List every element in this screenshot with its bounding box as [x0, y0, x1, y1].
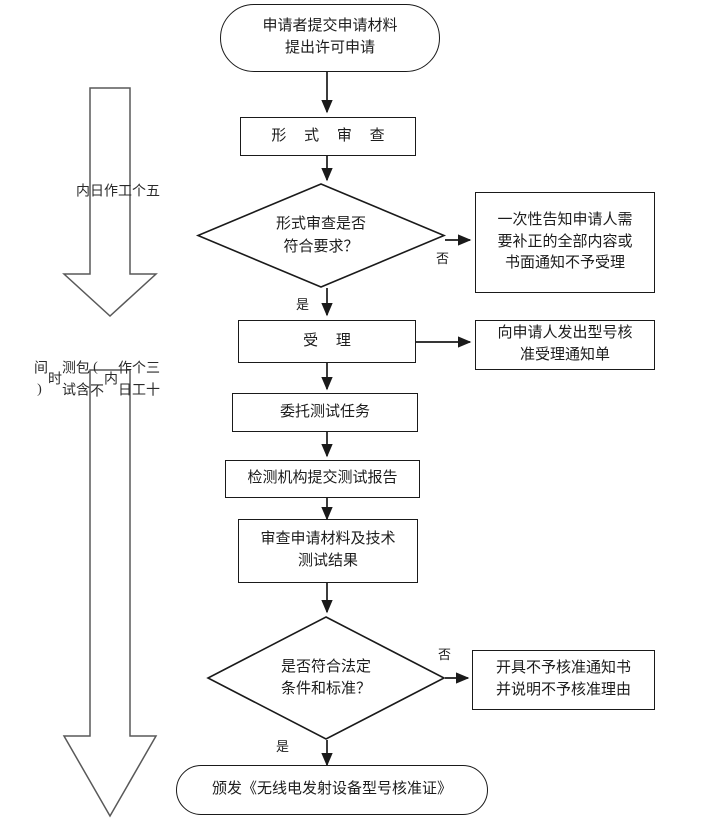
- node-entrust-test-label: 委托测试任务: [279, 403, 370, 420]
- timeline-arrow-thirty-label: 三十个工作日内(不包含测试时间): [32, 359, 159, 405]
- node-start[interactable]: 申请者提交申请材料 提出许可申请: [220, 4, 440, 72]
- node-decision-formal-review[interactable]: 形式审查是否 符合要求？: [195, 183, 447, 288]
- timeline-arrow-five-working-days: 五个工作日内: [62, 86, 159, 318]
- reject-notice-line1: 开具不予核准通知书: [495, 660, 631, 677]
- node-accept-notice[interactable]: 向申请人发出型号核 准受理通知单: [475, 320, 655, 370]
- node-decision-legal-label: 是否符合法定 条件和标准？: [207, 616, 445, 740]
- node-accept-label: 受 理: [303, 332, 358, 349]
- node-reject-notice[interactable]: 开具不予核准通知书 并说明不予核准理由: [472, 650, 655, 710]
- node-decision-formal-review-label: 形式审查是否 符合要求？: [197, 183, 445, 288]
- timeline-arrow-thirty-working-days: 三十个工作日内(不包含测试时间): [32, 360, 159, 818]
- notify-supplement-line3: 书面通知不予受理: [504, 255, 625, 272]
- decision-formal-line1: 形式审查是否: [275, 216, 366, 232]
- node-reject-notice-text: 开具不予核准通知书 并说明不予核准理由: [496, 658, 631, 702]
- accept-notice-line1: 向申请人发出型号核: [497, 325, 633, 342]
- node-formal-review[interactable]: 形 式 审 查: [240, 117, 416, 156]
- node-accept-notice-text: 向申请人发出型号核 准受理通知单: [497, 323, 632, 367]
- node-start-text: 申请者提交申请材料 提出许可申请: [262, 16, 397, 60]
- node-notify-supplement-text: 一次性告知申请人需 要补正的全部内容或 书面通知不予受理: [497, 210, 632, 275]
- review-materials-line2: 测试结果: [297, 553, 358, 569]
- notify-supplement-line2: 要补正的全部内容或: [497, 233, 633, 250]
- node-decision-legal[interactable]: 是否符合法定 条件和标准？: [206, 616, 446, 740]
- edge-label-legal-no: 否: [438, 647, 452, 662]
- node-issue-certificate[interactable]: 颁发《无线电发射设备型号核准证》: [176, 765, 488, 815]
- notify-supplement-line1: 一次性告知申请人需: [497, 211, 633, 228]
- node-start-line1: 申请者提交申请材料: [262, 18, 398, 35]
- node-entrust-test[interactable]: 委托测试任务: [232, 393, 418, 432]
- node-issue-certificate-label: 颁发《无线电发射设备型号核准证》: [211, 781, 452, 798]
- accept-notice-line2: 准受理通知单: [519, 347, 610, 363]
- edge-label-legal-yes: 是: [276, 739, 290, 754]
- node-start-line2: 提出许可申请: [284, 40, 375, 56]
- decision-formal-line2: 符合要求？: [283, 238, 359, 255]
- node-accept[interactable]: 受 理: [238, 320, 416, 363]
- edge-label-formal-no: 否: [436, 251, 450, 266]
- decision-legal-line2: 条件和标准？: [280, 681, 371, 697]
- node-review-materials[interactable]: 审查申请材料及技术 测试结果: [238, 519, 418, 583]
- node-notify-supplement[interactable]: 一次性告知申请人需 要补正的全部内容或 书面通知不予受理: [475, 192, 655, 293]
- node-review-materials-text: 审查申请材料及技术 测试结果: [260, 529, 395, 573]
- node-test-report[interactable]: 检测机构提交测试报告: [225, 460, 420, 498]
- decision-legal-line1: 是否符合法定: [280, 658, 371, 675]
- edge-label-formal-yes: 是: [296, 297, 310, 312]
- timeline-arrow-five-label: 五个工作日内: [74, 183, 159, 205]
- node-test-report-label: 检测机构提交测试报告: [247, 470, 398, 487]
- node-formal-review-label: 形 式 审 查: [271, 127, 392, 144]
- review-materials-line1: 审查申请材料及技术: [260, 531, 396, 548]
- reject-notice-line2: 并说明不予核准理由: [495, 682, 631, 698]
